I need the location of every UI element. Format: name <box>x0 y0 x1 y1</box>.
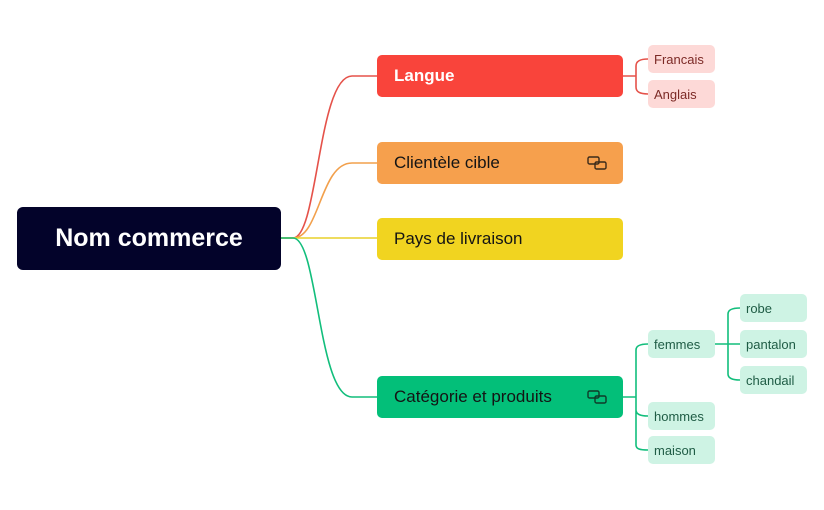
leaf-label: chandail <box>746 372 795 388</box>
leaf-label: robe <box>746 300 773 316</box>
leaf-maison[interactable]: maison <box>648 436 715 464</box>
connector-clientele <box>280 162 378 239</box>
branch-langue[interactable]: Langue <box>377 55 623 97</box>
leaf-chandail[interactable]: chandail <box>740 366 807 394</box>
leaf-hommes[interactable]: hommes <box>648 402 715 430</box>
leaf-anglais[interactable]: Anglais <box>648 80 715 108</box>
branch-label: Langue <box>394 66 455 85</box>
connector-categorie <box>280 237 378 398</box>
branch-label: Pays de livraison <box>394 229 523 248</box>
branch-label: Clientèle cible <box>394 153 500 172</box>
leaf-label: Francais <box>654 51 704 67</box>
leaf-pantalon[interactable]: pantalon <box>740 330 807 358</box>
connector-femmes-children <box>714 307 741 381</box>
leaf-label: hommes <box>654 408 704 424</box>
connector-langue-children <box>622 58 649 95</box>
root-label: Nom commerce <box>55 224 243 252</box>
connector-categorie-children <box>622 343 649 451</box>
branch-categorie-et-produits[interactable]: Catégorie et produits <box>377 376 623 418</box>
leaf-label: maison <box>654 442 696 458</box>
leaf-label: pantalon <box>746 336 796 352</box>
branch-pays-de-livraison[interactable]: Pays de livraison <box>377 218 623 260</box>
branch-clientele-cible[interactable]: Clientèle cible <box>377 142 623 184</box>
connector-langue <box>280 75 378 239</box>
linked-note-icon[interactable] <box>587 156 607 170</box>
branch-label: Catégorie et produits <box>394 387 552 406</box>
leaf-label: Anglais <box>654 86 697 102</box>
leaf-femmes[interactable]: femmes <box>648 330 715 358</box>
leaf-label: femmes <box>654 336 701 352</box>
root-node[interactable]: Nom commerce <box>17 207 281 270</box>
leaf-robe[interactable]: robe <box>740 294 807 322</box>
leaf-francais[interactable]: Francais <box>648 45 715 73</box>
linked-note-icon[interactable] <box>587 390 607 404</box>
